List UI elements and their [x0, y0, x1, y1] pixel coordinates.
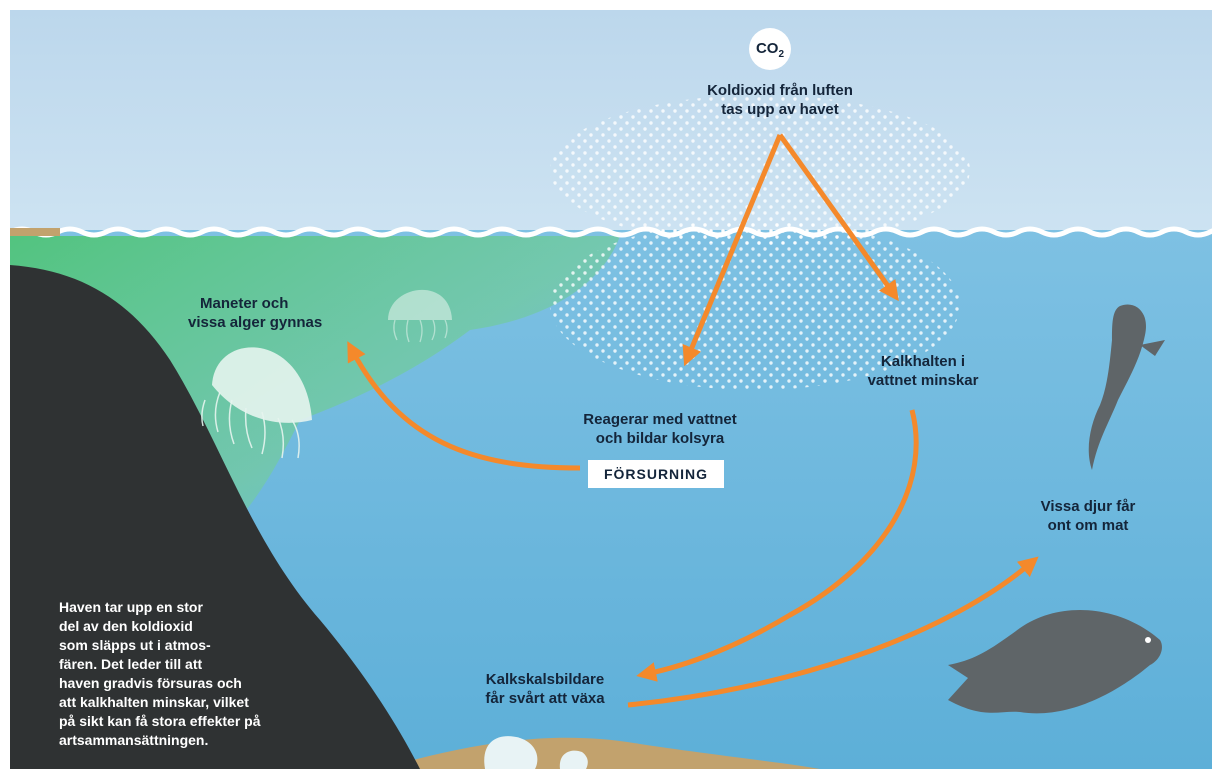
- seal-silhouette-icon: [1088, 304, 1165, 470]
- shell-builders-label: Kalkskalsbildare får svårt att växa: [470, 670, 620, 708]
- arrow-shells-to-animals: [627, 556, 1039, 708]
- shell-builders-label-line: får svårt att växa: [485, 690, 605, 707]
- reacts-label-line: och bildar kolsyra: [595, 430, 725, 447]
- absorbed-label: Koldioxid från luften tas upp av havet: [685, 81, 875, 119]
- animals-label-line: ont om mat: [1047, 517, 1129, 534]
- arrow-lime-to-shells: [636, 409, 919, 682]
- jellyfish-label-line: vissa alger gynnas: [188, 314, 323, 331]
- arrow-air-to-lime: [777, 133, 899, 302]
- lime-decreases-label-line: Kalkhalten i: [880, 353, 966, 370]
- co2-badge: CO2: [749, 28, 791, 70]
- absorbed-label-line: tas upp av havet: [721, 101, 839, 118]
- shore-sand: [10, 228, 60, 236]
- animals-label-line: Vissa djur får: [1040, 498, 1136, 515]
- intro-line: haven gradvis försuras och: [59, 675, 242, 691]
- jellyfish-label: Maneter och vissa alger gynnas: [188, 294, 348, 332]
- intro-line: artsammansättningen.: [59, 732, 209, 748]
- co2-dots-air: [550, 95, 970, 245]
- shell-builders-label-line: Kalkskalsbildare: [485, 671, 605, 688]
- jellyfish-label-line: Maneter och: [200, 295, 289, 312]
- jellyfish-large-icon: [201, 347, 312, 459]
- intro-line: på sikt kan få stora effekter på: [59, 713, 261, 729]
- co2-dots-water: [550, 220, 960, 390]
- co2-badge-text: CO: [755, 40, 779, 57]
- acidification-label: FÖRSURNING: [603, 466, 709, 482]
- intro-line: fären. Det leder till att: [59, 656, 203, 672]
- lime-decreases-label: Kalkhalten i vattnet minskar: [848, 352, 998, 390]
- arrow-air-to-reaction: [682, 134, 783, 367]
- intro-line: att kalkhalten minskar, vilket: [59, 694, 249, 710]
- shell-icon: [484, 736, 588, 769]
- intro-line: som släpps ut i atmos-: [59, 637, 211, 653]
- intro-line: del av den koldioxid: [59, 618, 193, 634]
- reacts-label-line: Reagerar med vattnet: [583, 411, 737, 428]
- absorbed-label-line: Koldioxid från luften: [707, 82, 853, 99]
- animals-label: Vissa djur får ont om mat: [1018, 497, 1158, 535]
- flatfish-silhouette-icon: [948, 609, 1162, 714]
- sea-surface-wave: [8, 226, 1212, 238]
- arrow-acidification-to-jellyfish: [347, 341, 581, 471]
- reacts-label: Reagerar med vattnet och bildar kolsyra: [565, 410, 755, 448]
- intro-text: Haven tar upp en stor del av den koldiox…: [59, 598, 309, 750]
- jellyfish-small-icon: [388, 289, 452, 343]
- seabed-rock: [10, 265, 420, 769]
- lime-decreases-label-line: vattnet minskar: [867, 372, 979, 389]
- acidification-box: FÖRSURNING: [588, 460, 724, 488]
- intro-line: Haven tar upp en stor: [59, 599, 203, 615]
- co2-badge-subscript: 2: [778, 49, 785, 60]
